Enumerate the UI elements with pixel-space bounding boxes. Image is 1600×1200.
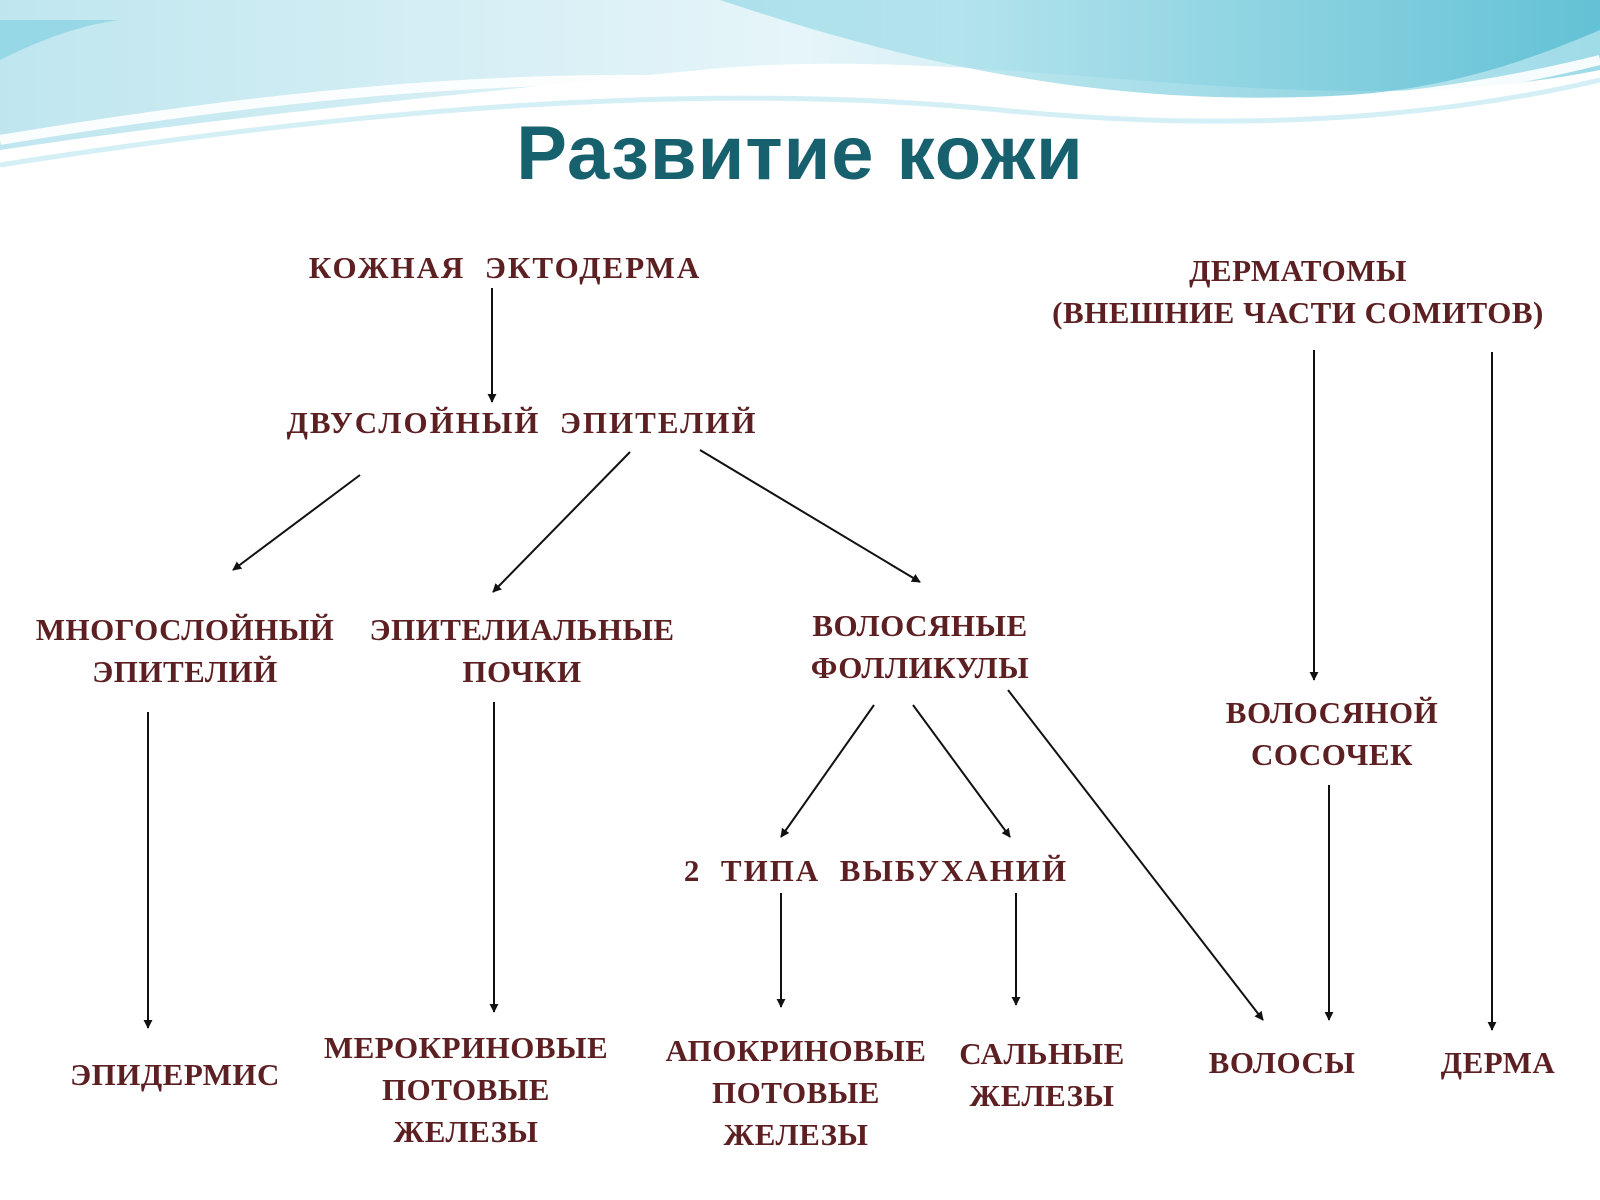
node-hair: ВОЛОСЫ xyxy=(1208,1045,1356,1080)
arrow-bilayer-to-stratified xyxy=(232,474,361,571)
banner-wave-line xyxy=(0,55,1600,145)
node-bilayer-epithelium: ДВУСЛОЙНЫЙ ЭПИТЕЛИЙ xyxy=(286,405,758,440)
node-dermis: ДЕРМА xyxy=(1440,1045,1556,1080)
node-epidermis: ЭПИДЕРМИС xyxy=(70,1057,280,1092)
node-sebaceous-glands: САЛЬНЫЕ ЖЕЛЕЗЫ xyxy=(959,1036,1125,1113)
node-skin-ectoderm: КОЖНАЯ ЭКТОДЕРМА xyxy=(308,250,702,285)
arrow-bilayer-to-follicles xyxy=(699,449,921,583)
page-title: Развитие кожи xyxy=(516,111,1084,196)
node-hair-follicles: ВОЛОСЯНЫЕ ФОЛЛИКУЛЫ xyxy=(810,608,1030,685)
arrow-follicles-to-hair xyxy=(1007,689,1264,1021)
node-epithelial-buds: ЭПИТЕЛИАЛЬНЫЕ ПОЧКИ xyxy=(369,612,675,689)
banner-wave-front xyxy=(0,0,1600,98)
node-merocrine-glands: МЕРОКРИНОВЫЕ ПОТОВЫЕ ЖЕЛЕЗЫ xyxy=(323,1030,609,1149)
banner-wave-line-thin xyxy=(0,77,1600,168)
arrow-bilayer-to-buds xyxy=(492,451,631,593)
arrow-follicles-to-bulges-left xyxy=(780,704,875,838)
arrow-follicles-to-bulges-right xyxy=(912,704,1011,838)
node-two-types-bulges: 2 ТИПА ВЫБУХАНИЙ xyxy=(683,853,1069,888)
node-dermatomes: ДЕРМАТОМЫ (ВНЕШНИЕ ЧАСТИ СОМИТОВ) xyxy=(1052,253,1544,330)
node-hair-papilla: ВОЛОСЯНОЙ СОСОЧЕК xyxy=(1225,695,1439,772)
node-apocrine-glands: АПОКРИНОВЫЕ ПОТОВЫЕ ЖЕЛЕЗЫ xyxy=(665,1033,927,1152)
wave-banner xyxy=(0,0,1600,190)
node-stratified-epithelium: МНОГОСЛОЙНЫЙ ЭПИТЕЛИЙ xyxy=(35,612,335,689)
banner-left-curve xyxy=(0,20,120,60)
